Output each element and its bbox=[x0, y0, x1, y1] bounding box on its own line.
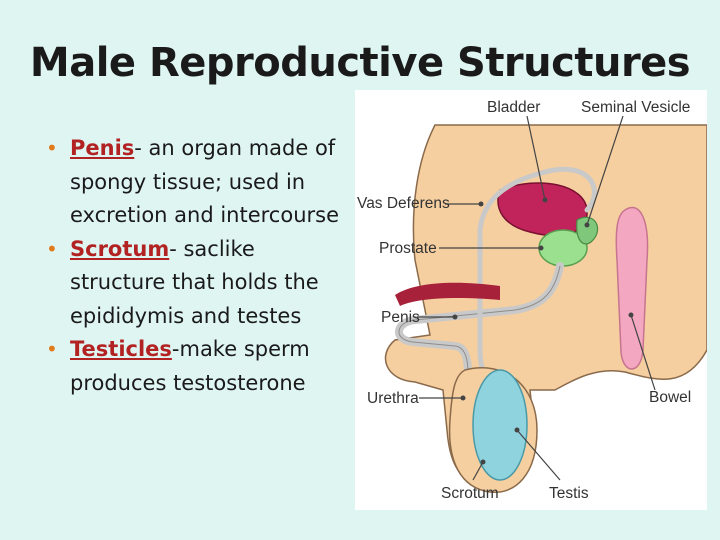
term-penis: Penis bbox=[70, 136, 135, 160]
bowel-shape bbox=[615, 206, 649, 370]
seminal-vesicle-shape bbox=[576, 216, 599, 245]
spongy-tissue bbox=[395, 282, 500, 306]
pointer-dot-bladder bbox=[542, 197, 548, 203]
bullet-scrotum: • Scrotum- saclike structure that holds … bbox=[44, 233, 354, 334]
label-testis: Testis bbox=[549, 485, 589, 502]
slide-title: Male Reproductive Structures bbox=[29, 40, 691, 86]
pointer-dot-testis bbox=[514, 427, 520, 433]
bullet-list: • Penis- an organ made of spongy tissue;… bbox=[44, 132, 354, 400]
definition-testicles: -make sperm produces testosterone bbox=[70, 337, 310, 395]
bullet-penis: • Penis- an organ made of spongy tissue;… bbox=[44, 132, 354, 233]
definition-scrotum: - saclike structure that holds the epidi… bbox=[70, 236, 319, 328]
label-bowel: Bowel bbox=[649, 389, 691, 406]
pointer-testis bbox=[516, 429, 561, 481]
label-pointers bbox=[417, 115, 656, 481]
label-penis: Penis bbox=[381, 309, 420, 326]
pointer-dot-urethra bbox=[460, 395, 466, 401]
bullet-testicles: • Testicles-make sperm produces testoste… bbox=[44, 333, 354, 400]
bullet-dot-icon: • bbox=[46, 337, 58, 361]
testis-shape bbox=[472, 369, 528, 481]
pointer-dots bbox=[452, 197, 634, 465]
label-prostate: Prostate bbox=[379, 240, 437, 257]
pointer-seminal-vesicle bbox=[586, 115, 624, 226]
bullet-dot-icon: • bbox=[46, 136, 58, 160]
pointer-dot-penis bbox=[452, 314, 458, 320]
label-scrotum: Scrotum bbox=[441, 485, 499, 502]
definition-penis: - an organ made of spongy tissue; used i… bbox=[70, 136, 340, 227]
pointer-bladder bbox=[526, 115, 546, 201]
bullet-dot-icon: • bbox=[46, 236, 58, 261]
label-bladder: Bladder bbox=[487, 99, 540, 116]
label-seminal-vesicle: Seminal Vesicle bbox=[581, 99, 690, 116]
pointer-bowel bbox=[630, 314, 656, 391]
pointer-dot-bowel bbox=[628, 312, 634, 318]
term-testicles: Testicles bbox=[70, 337, 172, 361]
term-scrotum: Scrotum bbox=[70, 236, 170, 261]
anatomy-diagram: Bladder Seminal Vesicle Vas Deferens Pro… bbox=[355, 90, 707, 510]
pointer-dot-prostate bbox=[538, 245, 544, 251]
label-urethra: Urethra bbox=[367, 390, 419, 407]
pointer-dot-seminal-vesicle bbox=[584, 222, 590, 228]
pointer-dot-vas-deferens bbox=[478, 201, 484, 207]
pointer-dot-scrotum bbox=[480, 459, 486, 465]
pointer-scrotum bbox=[472, 461, 484, 481]
label-vas-deferens: Vas Deferens bbox=[357, 195, 450, 212]
